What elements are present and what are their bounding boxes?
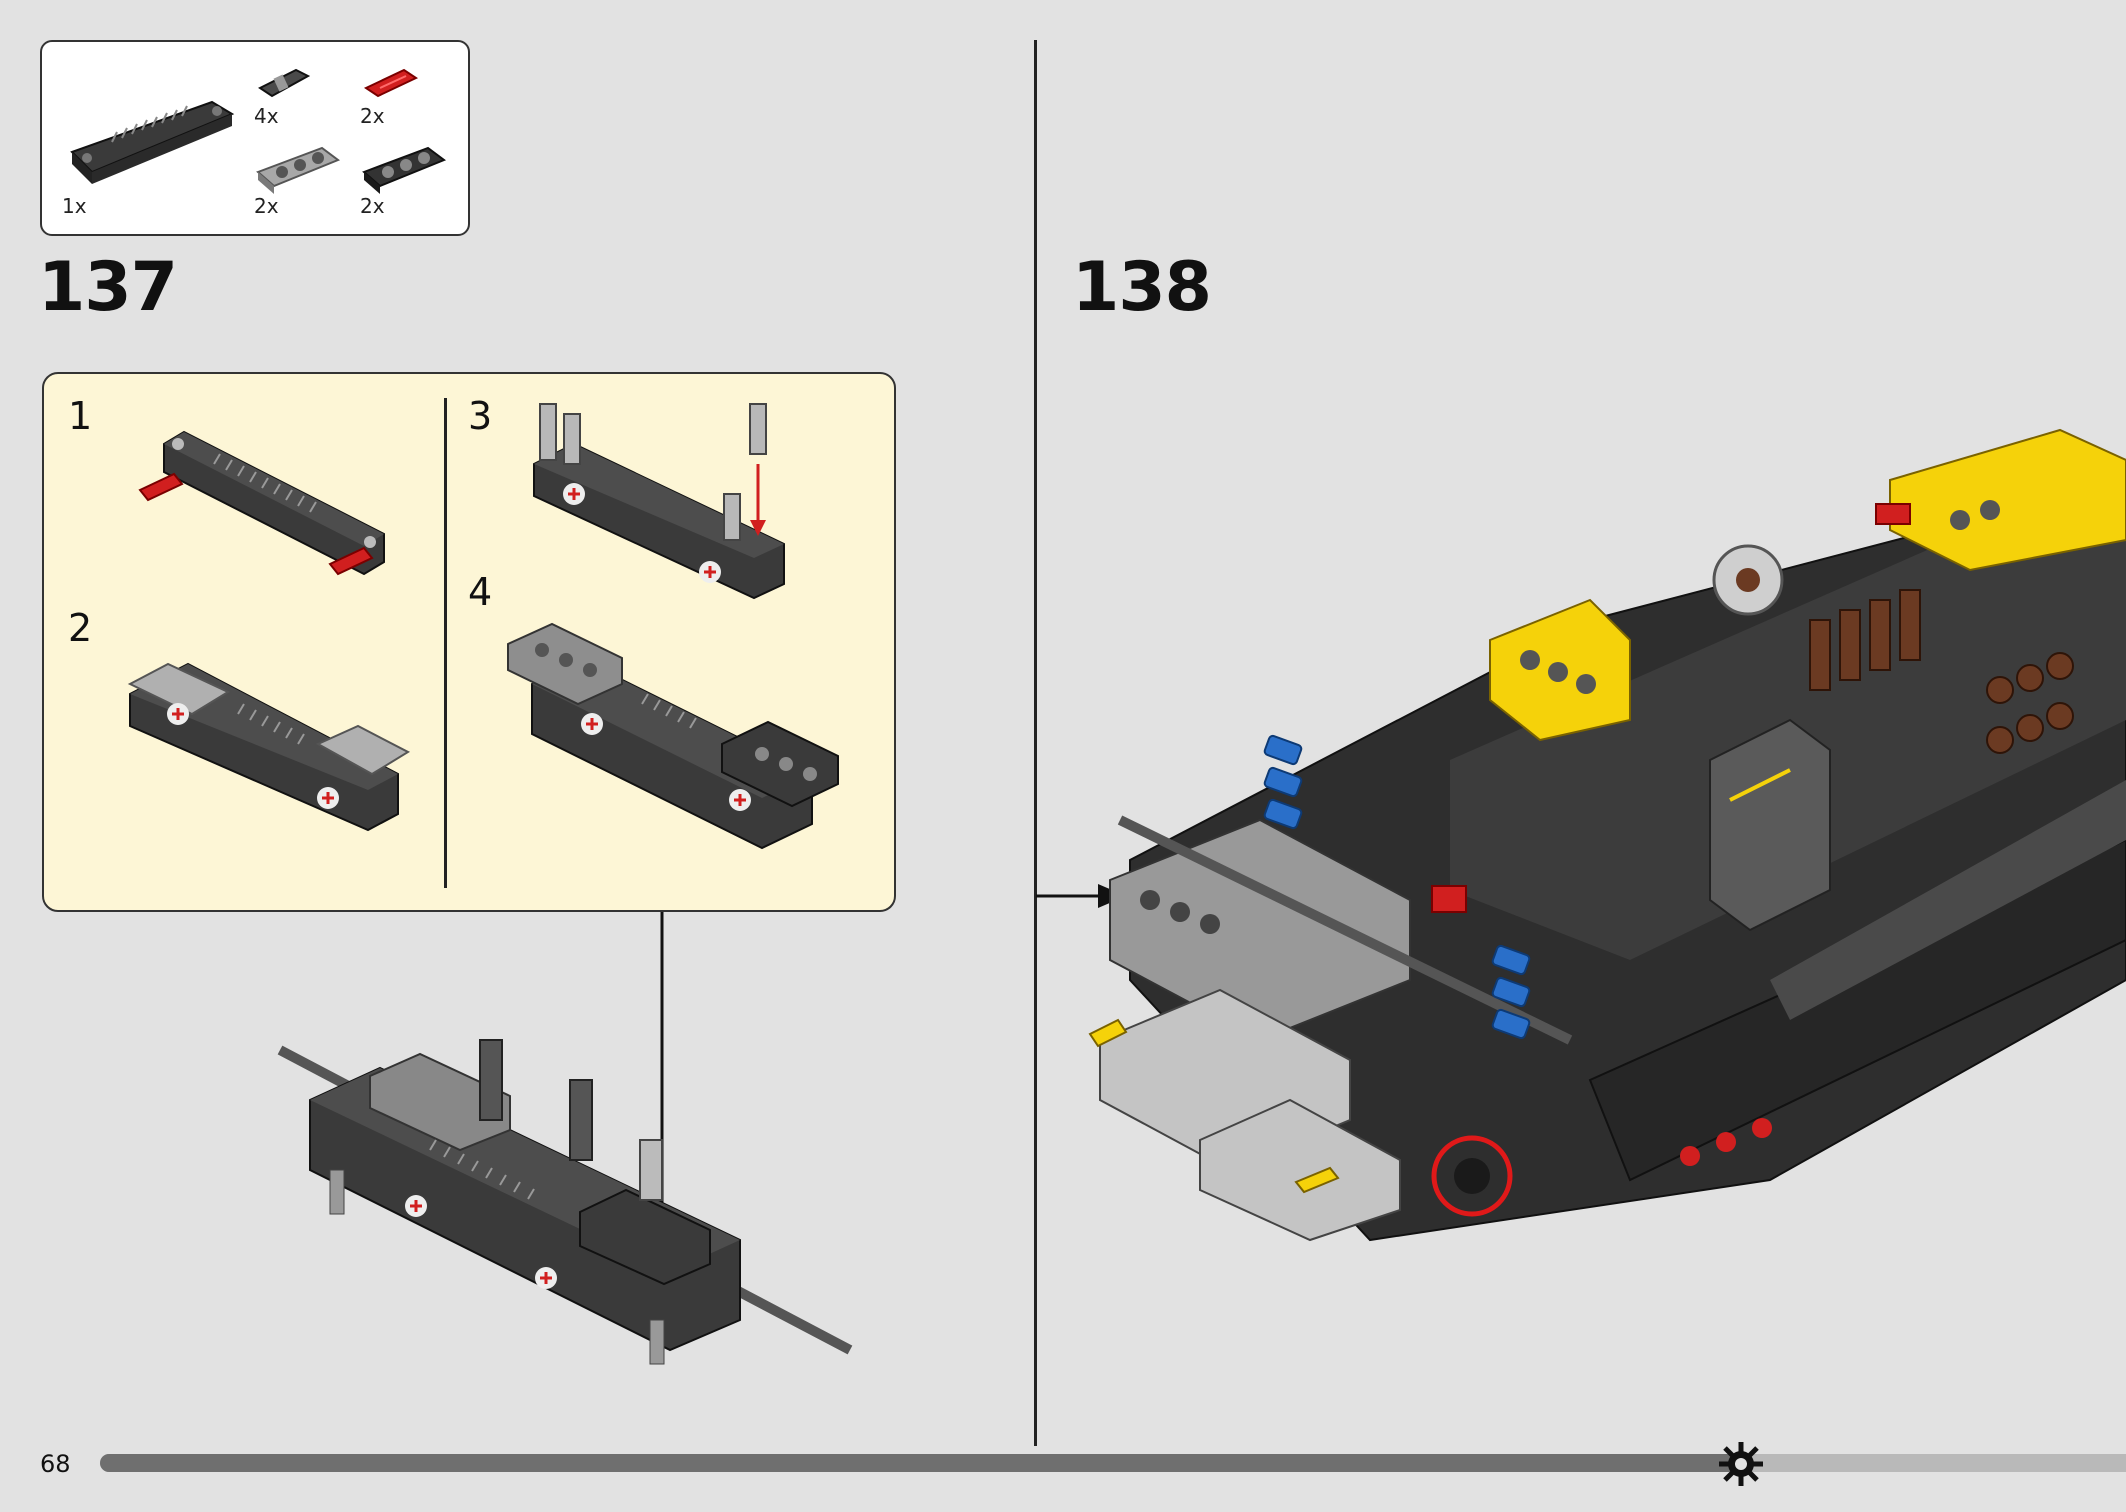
- substep-divider: [444, 398, 447, 888]
- page-number: 68: [40, 1450, 71, 1478]
- step-number-138: 138: [1072, 248, 1212, 327]
- substep-4-illustration: [507, 622, 839, 850]
- axle-connector-part-icon: [258, 68, 311, 98]
- black-beam-part-icon: [362, 146, 447, 194]
- part-qty-axle-connector: 4x: [254, 104, 279, 128]
- part-qty-gray-beam: 2x: [254, 194, 279, 218]
- gear-rack-beam-part-icon: [70, 100, 235, 184]
- red-axle-pin-part-icon: [363, 68, 419, 98]
- substep-3-illustration: [533, 403, 785, 600]
- step-138-assembly-illustration: [1088, 428, 2126, 1242]
- substep-2-illustration: [127, 662, 411, 832]
- step-number-137: 137: [38, 248, 178, 327]
- progress-bar-fill: [100, 1454, 1742, 1472]
- step-137-assembly-illustration: [277, 1039, 853, 1365]
- substep-1-illustration: [138, 430, 385, 576]
- part-qty-rack: 1x: [62, 194, 87, 218]
- light-gray-beam-part-icon: [256, 146, 341, 194]
- parts-list-box: 1x 4x 2x 2x 2x: [40, 40, 470, 236]
- substep-number-2: 2: [68, 606, 93, 650]
- part-qty-black-beam: 2x: [360, 194, 385, 218]
- part-qty-red-pin: 2x: [360, 104, 385, 128]
- substep-number-1: 1: [68, 394, 93, 438]
- substep-number-3: 3: [468, 394, 493, 438]
- page-divider: [1034, 40, 1037, 1446]
- substep-panel: 1 2 3 4: [42, 372, 896, 912]
- substep-number-4: 4: [468, 570, 493, 614]
- progress-bar-track: [100, 1454, 2126, 1472]
- gear-icon: [1719, 1442, 1764, 1486]
